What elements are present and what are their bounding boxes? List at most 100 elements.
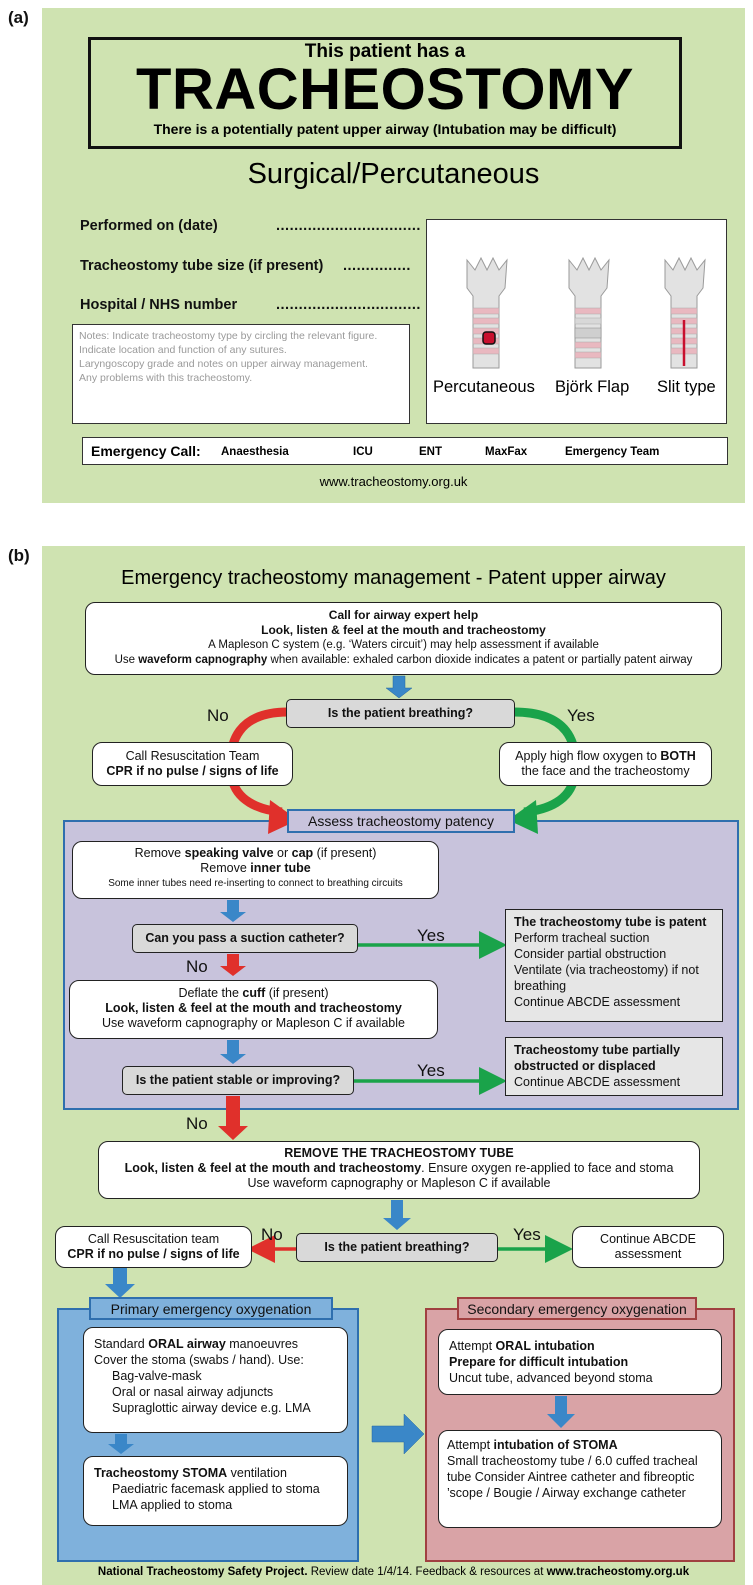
secondary-box-2: Attempt intubation of STOMA Small trache… bbox=[438, 1430, 722, 1528]
header-line1: This patient has a bbox=[304, 41, 466, 62]
stable-yes-label: Yes bbox=[417, 1061, 445, 1080]
q-breathing: Is the patient breathing? bbox=[286, 699, 515, 728]
call-help-box: Call for airway expert help Look, listen… bbox=[85, 602, 722, 675]
secondary-title: Secondary emergency oxygenation bbox=[457, 1297, 697, 1320]
header-line2: There is a potentially patent upper airw… bbox=[153, 121, 617, 137]
arrow-to-secondary bbox=[371, 1413, 425, 1455]
footer-review: Review date 1/4/14. Feedback & resources… bbox=[307, 1566, 547, 1578]
q-breathing-2: Is the patient breathing? bbox=[296, 1233, 498, 1262]
abcde-line2: assessment bbox=[614, 1247, 682, 1261]
trachea-illustrations bbox=[466, 256, 706, 369]
secondary2-line1: Attempt intubation of STOMA bbox=[447, 1438, 618, 1452]
primary1-item: Supraglottic airway device e.g. LMA bbox=[112, 1401, 311, 1415]
q2-yes-label: Yes bbox=[513, 1225, 541, 1244]
figure-label-slit: Slit type bbox=[657, 378, 716, 396]
stable-no-label: No bbox=[186, 1114, 208, 1133]
secondary1-line3: Uncut tube, advanced beyond stoma bbox=[449, 1371, 653, 1385]
field-date-value[interactable]: ................................ bbox=[276, 218, 421, 234]
panel-b-label: (b) bbox=[8, 546, 30, 565]
remove-tube-box: REMOVE THE TRACHEOSTOMY TUBE Look, liste… bbox=[98, 1141, 700, 1199]
primary-box-2: Tracheostomy STOMA ventilation Paediatri… bbox=[83, 1456, 348, 1526]
primary2-line1: Tracheostomy STOMA ventilation bbox=[94, 1466, 287, 1480]
emergency-call-bar: Emergency Call: Anaesthesia ICU ENT MaxF… bbox=[82, 437, 728, 465]
q2-no-label: No bbox=[261, 1225, 283, 1244]
partial-item: Continue ABCDE assessment bbox=[514, 1075, 681, 1089]
primary1-line2: Cover the stoma (swabs / hand). Use: bbox=[94, 1353, 304, 1367]
primary2-item: LMA applied to stoma bbox=[112, 1498, 233, 1512]
call-ent[interactable]: ENT bbox=[419, 446, 442, 458]
footer-link[interactable]: www.tracheostomy.org.uk bbox=[546, 1566, 690, 1578]
patent-item: Perform tracheal suction bbox=[514, 931, 650, 945]
website-link[interactable]: www.tracheostomy.org.uk bbox=[319, 474, 468, 489]
figure-label-percutaneous: Percutaneous bbox=[433, 378, 535, 396]
field-tube-size-value[interactable]: ............... bbox=[343, 258, 411, 274]
suction-no-arrow bbox=[220, 954, 246, 976]
primary-box-1: Standard ORAL airway manoeuvres Cover th… bbox=[83, 1327, 348, 1433]
panel-a-label: (a) bbox=[8, 8, 29, 27]
tracheostomy-type: Surgical/Percutaneous bbox=[247, 158, 540, 190]
yes-label: Yes bbox=[567, 706, 595, 725]
call-icu[interactable]: ICU bbox=[353, 446, 373, 458]
patent-item: Consider partial obstruction bbox=[514, 947, 667, 961]
call-help-line4: Use waveform capnography when available:… bbox=[114, 654, 693, 666]
primary1-item: Bag-valve-mask bbox=[112, 1369, 202, 1383]
remove-line3: Some inner tubes need re-inserting to co… bbox=[108, 878, 403, 889]
call-emergency-team[interactable]: Emergency Team bbox=[565, 446, 660, 458]
patent-item: Continue ABCDE assessment bbox=[514, 995, 681, 1009]
resus-box: Call Resuscitation Team CPR if no pulse … bbox=[92, 742, 293, 786]
remove-tube-line3: Use waveform capnography or Mapleson C i… bbox=[247, 1176, 551, 1190]
abcde-line1: Continue ABCDE bbox=[600, 1232, 696, 1246]
arrow-to-primary bbox=[105, 1268, 135, 1298]
notes-line: Laryngoscopy grade and notes on upper ai… bbox=[79, 358, 368, 370]
slit-type-trachea-icon[interactable] bbox=[664, 256, 706, 369]
remove-valve-box: Remove speaking valve or cap (if present… bbox=[72, 841, 439, 899]
field-tube-size-label: Tracheostomy tube size (if present) bbox=[80, 258, 324, 274]
deflate-line3: Use waveform capnography or Mapleson C i… bbox=[102, 1016, 405, 1030]
bjork-flap-trachea-icon[interactable] bbox=[568, 256, 610, 369]
patent-item: Ventilate (via tracheostomy) if not brea… bbox=[514, 963, 699, 993]
call-help-line3: A Mapleson C system (e.g. ‘Waters circui… bbox=[208, 639, 599, 651]
figure-box: Percutaneous Björk Flap Slit type bbox=[426, 219, 727, 424]
secondary1-line2: Prepare for difficult intubation bbox=[449, 1355, 629, 1369]
call-maxfax[interactable]: MaxFax bbox=[485, 446, 528, 458]
resus2-line1: Call Resuscitation team bbox=[87, 1232, 220, 1246]
patent-box: The tracheostomy tube is patent Perform … bbox=[505, 909, 723, 1022]
arrow-primary-down bbox=[108, 1434, 134, 1454]
footer-project: National Tracheostomy Safety Project. bbox=[97, 1566, 308, 1578]
secondary2-line2: Small tracheostomy tube / 6.0 cuffed tra… bbox=[447, 1454, 698, 1500]
call-help-line2: Look, listen & feel at the mouth and tra… bbox=[261, 623, 546, 637]
primary2-item: Paediatric facemask applied to stoma bbox=[112, 1482, 320, 1496]
oxygen-line1: Apply high flow oxygen to BOTH bbox=[515, 749, 696, 763]
percutaneous-trachea-icon[interactable] bbox=[466, 256, 508, 369]
secondary-box-1: Attempt ORAL intubation Prepare for diff… bbox=[438, 1329, 722, 1395]
remove-line1: Remove speaking valve or cap (if present… bbox=[134, 846, 377, 860]
partial-title: Tracheostomy tube partially obstructed o… bbox=[514, 1043, 681, 1073]
remove-line2: Remove inner tube bbox=[200, 861, 311, 875]
arrow-to-stable-q bbox=[220, 1040, 246, 1064]
emergency-call-label: Emergency Call: bbox=[91, 443, 201, 459]
secondary1-line1: Attempt ORAL intubation bbox=[449, 1339, 595, 1353]
primary1-item: Oral or nasal airway adjuncts bbox=[112, 1385, 274, 1399]
notes-line: Notes: Indicate tracheostomy type by cir… bbox=[79, 330, 378, 342]
footer: National Tracheostomy Safety Project. Re… bbox=[42, 1566, 745, 1578]
notes-box[interactable]: Notes: Indicate tracheostomy type by cir… bbox=[72, 324, 410, 424]
suction-no-label: No bbox=[186, 957, 208, 976]
resus-box-2: Call Resuscitation team CPR if no pulse … bbox=[55, 1226, 252, 1268]
field-hospital-label: Hospital / NHS number bbox=[80, 297, 238, 313]
field-hospital-value[interactable]: ................................ bbox=[276, 297, 421, 313]
field-date-label: Performed on (date) bbox=[80, 218, 218, 234]
abcde-box: Continue ABCDE assessment bbox=[572, 1226, 724, 1268]
arrow-to-q-breathing bbox=[385, 675, 413, 699]
q-stable: Is the patient stable or improving? bbox=[122, 1066, 354, 1095]
suction-yes-label: Yes bbox=[417, 926, 445, 945]
resus2-line2: CPR if no pulse / signs of life bbox=[67, 1247, 240, 1261]
q-suction: Can you pass a suction catheter? bbox=[132, 924, 358, 953]
arrow-to-q-breathing2 bbox=[383, 1200, 411, 1230]
deflate-cuff-box: Deflate the cuff (if present) Look, list… bbox=[69, 980, 438, 1039]
stable-no-arrow bbox=[218, 1096, 248, 1140]
notes-line: Any problems with this tracheostomy. bbox=[79, 372, 253, 384]
header-box: This patient has a TRACHEOSTOMY There is… bbox=[88, 37, 682, 149]
yes-branch-arrowhead bbox=[508, 800, 538, 834]
notes-line: Indicate location and function of any su… bbox=[79, 344, 287, 356]
call-anaesthesia[interactable]: Anaesthesia bbox=[221, 446, 289, 458]
